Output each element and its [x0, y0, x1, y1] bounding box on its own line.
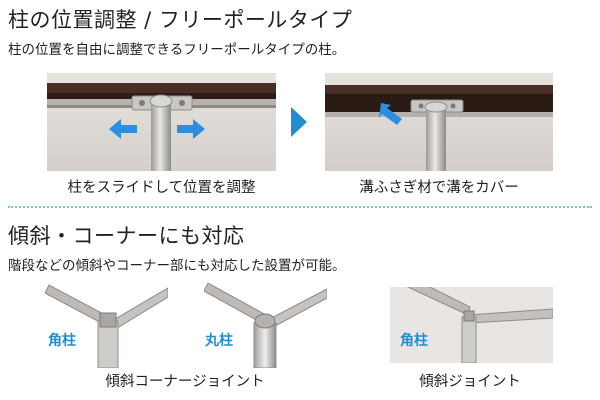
label-round-post: 丸柱	[205, 333, 233, 349]
photo-groove-cover	[325, 73, 553, 171]
arrow-right-icon	[177, 119, 205, 139]
section2-description: 階段などの傾斜やコーナー部にも対応した設置が可能。	[8, 258, 346, 274]
label-square-post: 角柱	[48, 333, 76, 349]
section1-description: 柱の位置を自由に調整できるフリーポールタイプの柱。	[8, 42, 346, 58]
caption-slope-corner-joint: 傾斜コーナージョイント	[105, 374, 265, 390]
label-square-post-2: 角柱	[400, 333, 428, 349]
arrow-up-right-icon	[379, 103, 402, 125]
chevron-right-icon	[289, 107, 307, 141]
section-divider	[8, 206, 592, 208]
section2-title: 傾斜・コーナーにも対応	[8, 224, 245, 248]
arrow-left-icon	[109, 119, 137, 139]
section1-title: 柱の位置調整 / フリーポールタイプ	[8, 8, 353, 32]
caption-slide-post: 柱をスライドして位置を調整	[67, 180, 256, 196]
photo-slope-joint	[390, 287, 553, 363]
photo-square-corner-joint	[45, 283, 168, 368]
photo-round-corner-joint	[204, 283, 327, 368]
caption-slope-joint: 傾斜ジョイント	[419, 374, 521, 390]
caption-groove-cover: 溝ふさぎ材で溝をカバー	[359, 180, 519, 196]
photo-slide-post	[47, 73, 276, 171]
